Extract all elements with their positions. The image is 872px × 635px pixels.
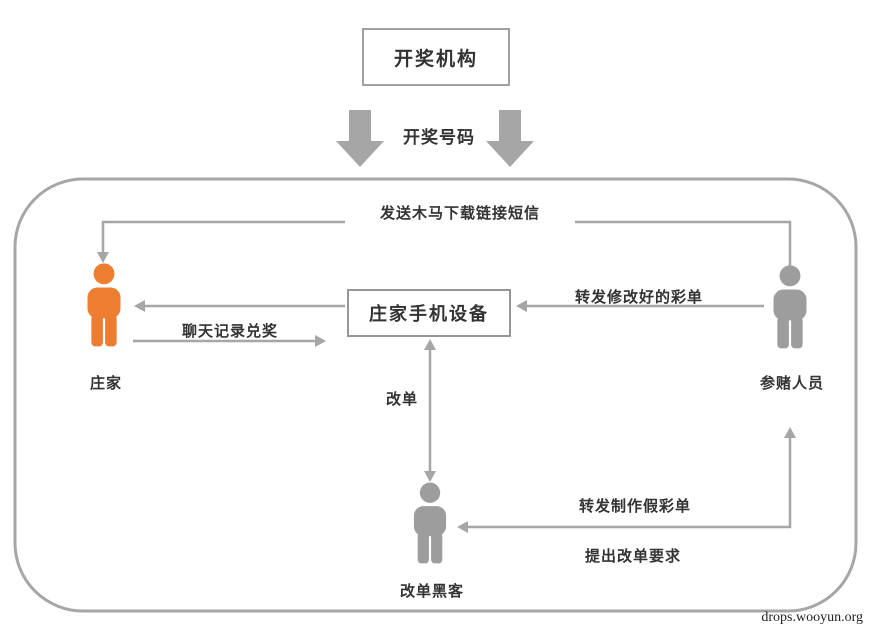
hacker-icon (413, 482, 447, 564)
draw-numbers-label: 开奖号码 (403, 128, 475, 147)
arrowhead-trojan-sms (97, 252, 109, 263)
forward-modified-label: 转发修改好的彩单 (574, 289, 703, 306)
forward-fake-label: 转发制作假彩单 (578, 498, 691, 515)
request-change-label: 提出改单要求 (584, 548, 681, 565)
edge-trojan-sms (101, 220, 792, 270)
arrowhead-device-to-banker (134, 300, 145, 312)
watermark-text: drops.wooyun.org (761, 610, 863, 625)
trojan-sms-label: 发送木马下载链接短信 (345, 204, 575, 224)
arrowhead-to-hacker (457, 521, 468, 533)
gambler-label: 参赌人员 (759, 375, 824, 392)
device-box: 庄家手机设备 (347, 289, 511, 337)
gambler-icon (773, 265, 807, 349)
arrowhead-change-order-down (424, 471, 436, 482)
edge-hacker-gambler (467, 437, 792, 529)
hacker-label: 改单黑客 (399, 583, 464, 600)
down-block-arrow-left (336, 110, 384, 167)
institution-box: 开奖机构 (362, 28, 510, 86)
arrowhead-forward-modified (516, 300, 527, 312)
chat-redeem-label: 聊天记录兑奖 (181, 323, 278, 340)
banker-label: 庄家 (89, 375, 122, 392)
banker-icon (87, 263, 121, 347)
change-order-label: 改单 (385, 391, 418, 408)
arrowhead-chat-redeem (315, 335, 326, 347)
down-block-arrow-right (486, 110, 534, 167)
arrowhead-change-order-up (424, 339, 436, 350)
system-boundary (13, 177, 858, 613)
arrowhead-to-gambler (784, 427, 796, 438)
